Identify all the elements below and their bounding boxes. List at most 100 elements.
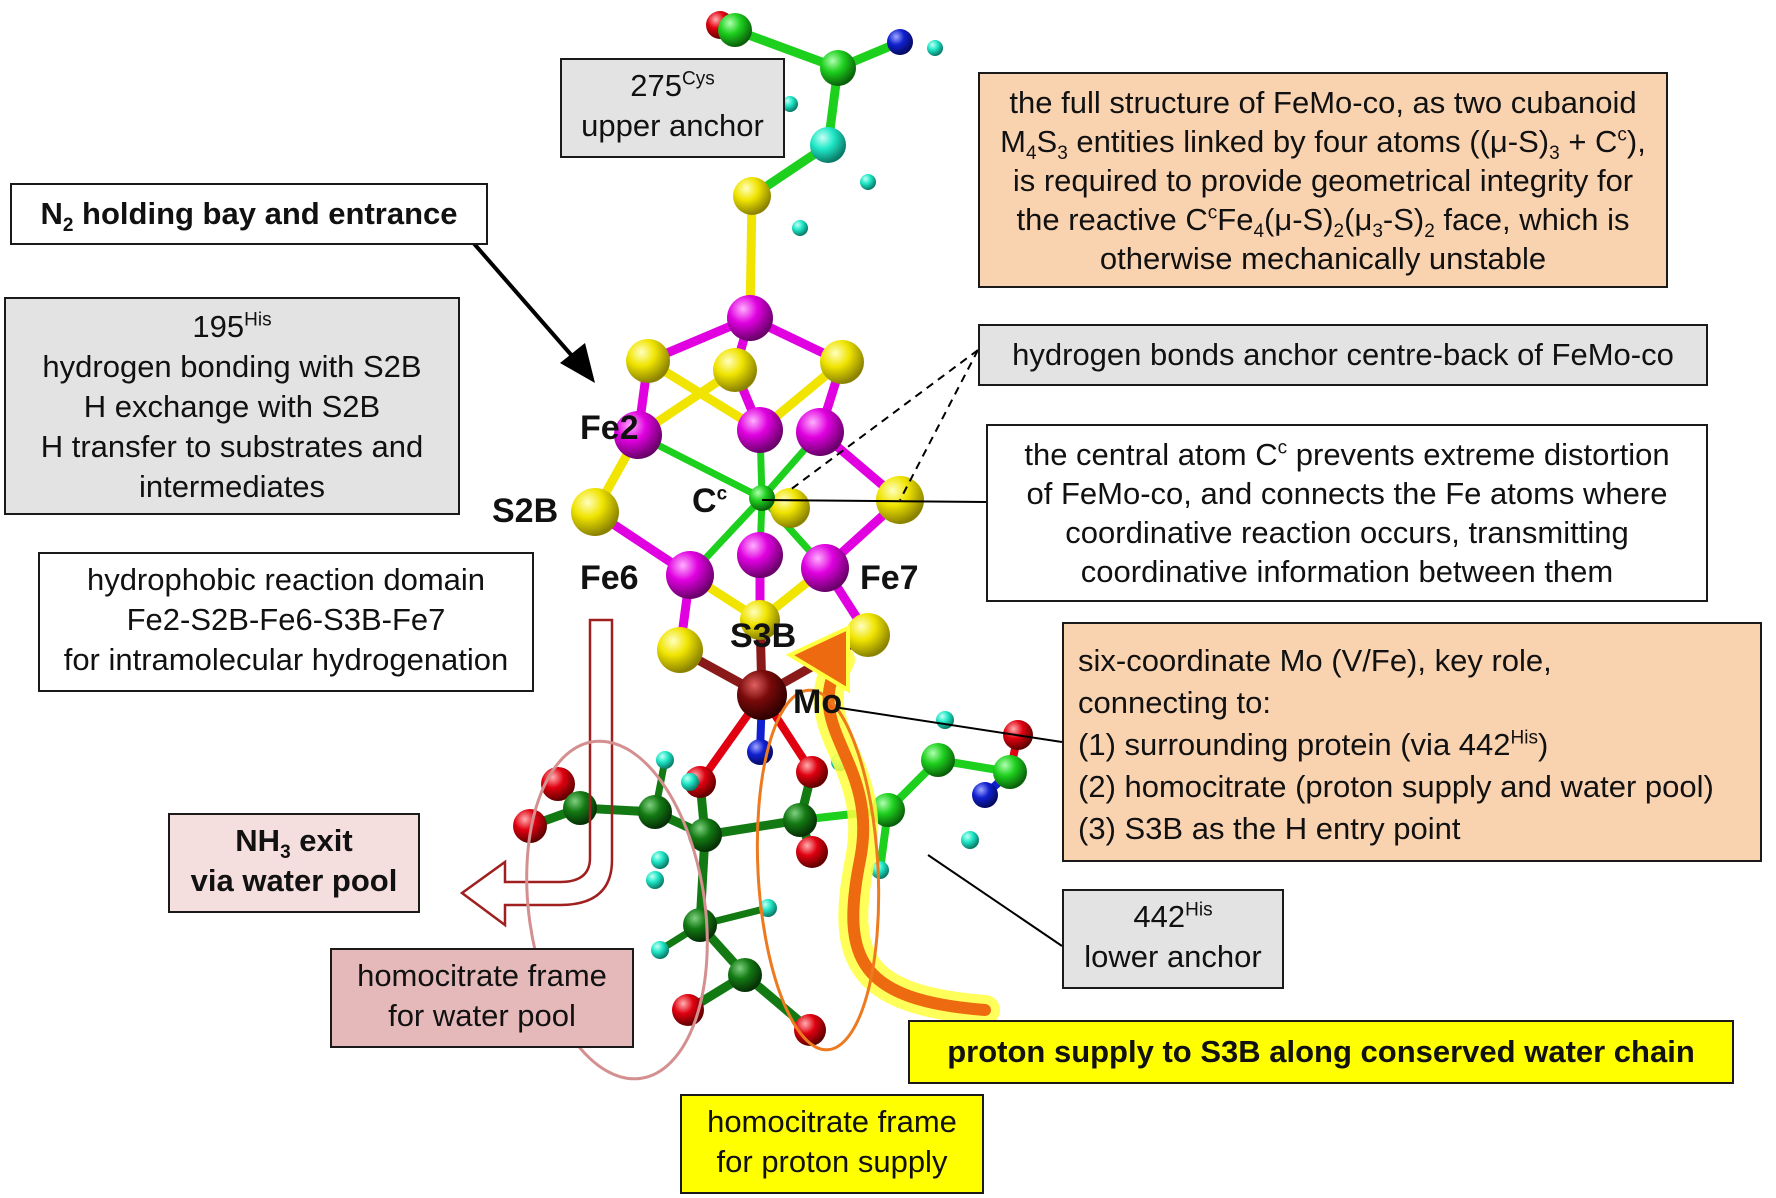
full-structure-line-1: the full structure of FeMo-co, as two cu… bbox=[1009, 85, 1637, 120]
his195-line-1: hydrogen bonding with S2B bbox=[42, 349, 422, 384]
his442-leader bbox=[927, 854, 1063, 947]
carbon-atom bbox=[921, 743, 955, 777]
hydrogen-atom bbox=[927, 40, 943, 56]
atom-label-fe2: Fe2 bbox=[580, 409, 639, 447]
sulfur-atom bbox=[733, 177, 771, 215]
nitrogen-atom bbox=[810, 127, 846, 163]
atom-label-cc-sup: c bbox=[716, 483, 728, 505]
atom-label-fe6: Fe6 bbox=[580, 559, 639, 597]
nh3-exit-box: NH3 exit via water pool bbox=[168, 813, 420, 913]
bond bbox=[730, 25, 843, 73]
cys275-anchor-text: upper anchor bbox=[581, 108, 764, 143]
hydrogen-atom bbox=[871, 861, 889, 879]
hydrogen-atom bbox=[646, 871, 664, 889]
sulfur-atom bbox=[713, 348, 757, 392]
n2-bay-post: holding bay and entrance bbox=[73, 196, 458, 231]
mo-line-1: six-coordinate Mo (V/Fe), key role, bbox=[1078, 643, 1552, 678]
water-pool-ellipse bbox=[525, 739, 709, 1081]
proton-supply-arrow bbox=[822, 654, 991, 1016]
his195-num: 195 bbox=[192, 309, 245, 344]
carbon-atom bbox=[718, 13, 752, 47]
iron-atom bbox=[796, 408, 844, 456]
hydrogen-atom bbox=[651, 941, 669, 959]
central-carbon-atom bbox=[749, 485, 775, 511]
nh3-exit-arrow bbox=[459, 618, 614, 928]
hydrogen-atom bbox=[961, 831, 979, 849]
nh3-post: exit bbox=[290, 823, 353, 858]
central-atom-line-2: of FeMo-co, and connects the Fe atoms wh… bbox=[1026, 476, 1668, 511]
his195-line-2: H exchange with S2B bbox=[83, 389, 381, 424]
proton-frame-ellipse bbox=[755, 688, 881, 1052]
atom-label-s3b: S3B bbox=[730, 617, 797, 655]
his442-sup: His bbox=[1185, 899, 1213, 921]
sulfur-atom bbox=[626, 339, 670, 383]
mo-line-2: connecting to: bbox=[1078, 685, 1272, 720]
his442-anchor-text: lower anchor bbox=[1084, 939, 1262, 974]
homocitrate-proton-line-2: for proton supply bbox=[716, 1144, 948, 1179]
his195-title: 195His bbox=[16, 307, 448, 347]
oxygen-atom bbox=[796, 836, 828, 868]
homocitrate-water-line-2: for water pool bbox=[388, 998, 576, 1033]
his442-num: 442 bbox=[1133, 899, 1186, 934]
hydrophobic-box: hydrophobic reaction domain Fe2-S2B-Fe6-… bbox=[38, 552, 534, 692]
iron-atom bbox=[737, 407, 783, 453]
hydrogen-atom bbox=[782, 96, 798, 112]
iron-atom-fe2 bbox=[614, 411, 662, 459]
n2-bay-arrowhead bbox=[560, 343, 595, 383]
his195-line-3: H transfer to substrates and bbox=[40, 429, 424, 464]
central-atom-line-4: coordinative information between them bbox=[1080, 554, 1614, 589]
hydrogen-atom bbox=[759, 899, 777, 917]
iron-atom bbox=[737, 532, 783, 578]
hydrogen-atom bbox=[681, 773, 699, 791]
nitrogen-atom bbox=[887, 29, 913, 55]
hbond-leader-1 bbox=[789, 349, 979, 491]
carbon-atom bbox=[871, 793, 905, 827]
nh3-pre: NH bbox=[235, 823, 281, 858]
hbond-leader-2 bbox=[899, 349, 979, 501]
hydrophobic-line-3: for intramolecular hydrogenation bbox=[63, 642, 509, 677]
hydrogen-atom bbox=[651, 851, 669, 869]
carbon-atom bbox=[728, 958, 762, 992]
cys275-sup: Cys bbox=[682, 68, 715, 90]
nh3-exit-line-1: NH3 exit bbox=[180, 821, 408, 864]
oxygen-atom bbox=[794, 1014, 826, 1046]
full-structure-line-4: the reactive CcFe4(μ-S)2(μ3-S)2 face, wh… bbox=[1016, 202, 1630, 243]
carbon-atom bbox=[563, 791, 597, 825]
n2-bay-text: N2 holding bay and entrance bbox=[26, 191, 472, 237]
proton-supply-arrowhead bbox=[785, 624, 850, 694]
central-atom-line-1: the central atom Cc prevents extreme dis… bbox=[1024, 437, 1670, 472]
mo-box: six-coordinate Mo (V/Fe), key role, conn… bbox=[1062, 622, 1762, 862]
carbon-atom bbox=[783, 803, 817, 837]
carbon-atom bbox=[638, 795, 672, 829]
mo-leader bbox=[839, 707, 1063, 743]
nh3-exit-line-2: via water pool bbox=[190, 863, 398, 898]
carbon-atom bbox=[688, 818, 722, 852]
atom-label-mo: Mo bbox=[793, 683, 843, 721]
hydrogen-atom bbox=[936, 711, 954, 729]
homocitrate-proton-line-1: homocitrate frame bbox=[707, 1104, 957, 1139]
homocitrate-proton-box: homocitrate frame for proton supply bbox=[680, 1094, 984, 1194]
homocitrate-water-line-1: homocitrate frame bbox=[357, 958, 607, 993]
proton-supply-box: proton supply to S3B along conserved wat… bbox=[908, 1020, 1734, 1084]
mo-line-3: (1) surrounding protein (via 442His) bbox=[1078, 727, 1549, 762]
cys275-box: 275Cys upper anchor bbox=[560, 58, 785, 158]
nh3-sub: 3 bbox=[280, 842, 291, 864]
n2-bay-box: N2 holding bay and entrance bbox=[10, 183, 488, 245]
full-structure-line-3: is required to provide geometrical integ… bbox=[1012, 163, 1634, 198]
carbon-atom bbox=[993, 755, 1027, 789]
hbonds-text: hydrogen bonds anchor centre-back of FeM… bbox=[1012, 337, 1674, 372]
n2-bay-pre: N bbox=[40, 196, 63, 231]
hbonds-box: hydrogen bonds anchor centre-back of FeM… bbox=[978, 324, 1708, 386]
sulfur-atom bbox=[820, 340, 864, 384]
atom-label-cc-text: C bbox=[692, 482, 717, 520]
iron-atom bbox=[727, 295, 773, 341]
hydrogen-atom bbox=[860, 174, 876, 190]
cys275-num: 275 bbox=[630, 68, 682, 103]
his195-box: 195His hydrogen bonding with S2B H excha… bbox=[4, 297, 460, 515]
his442-box: 442His lower anchor bbox=[1062, 889, 1284, 989]
atoms-group bbox=[513, 11, 1033, 1046]
sulfur-atom bbox=[657, 627, 703, 673]
proton-supply-text: proton supply to S3B along conserved wat… bbox=[947, 1034, 1695, 1069]
iron-atom-fe6 bbox=[666, 551, 714, 599]
